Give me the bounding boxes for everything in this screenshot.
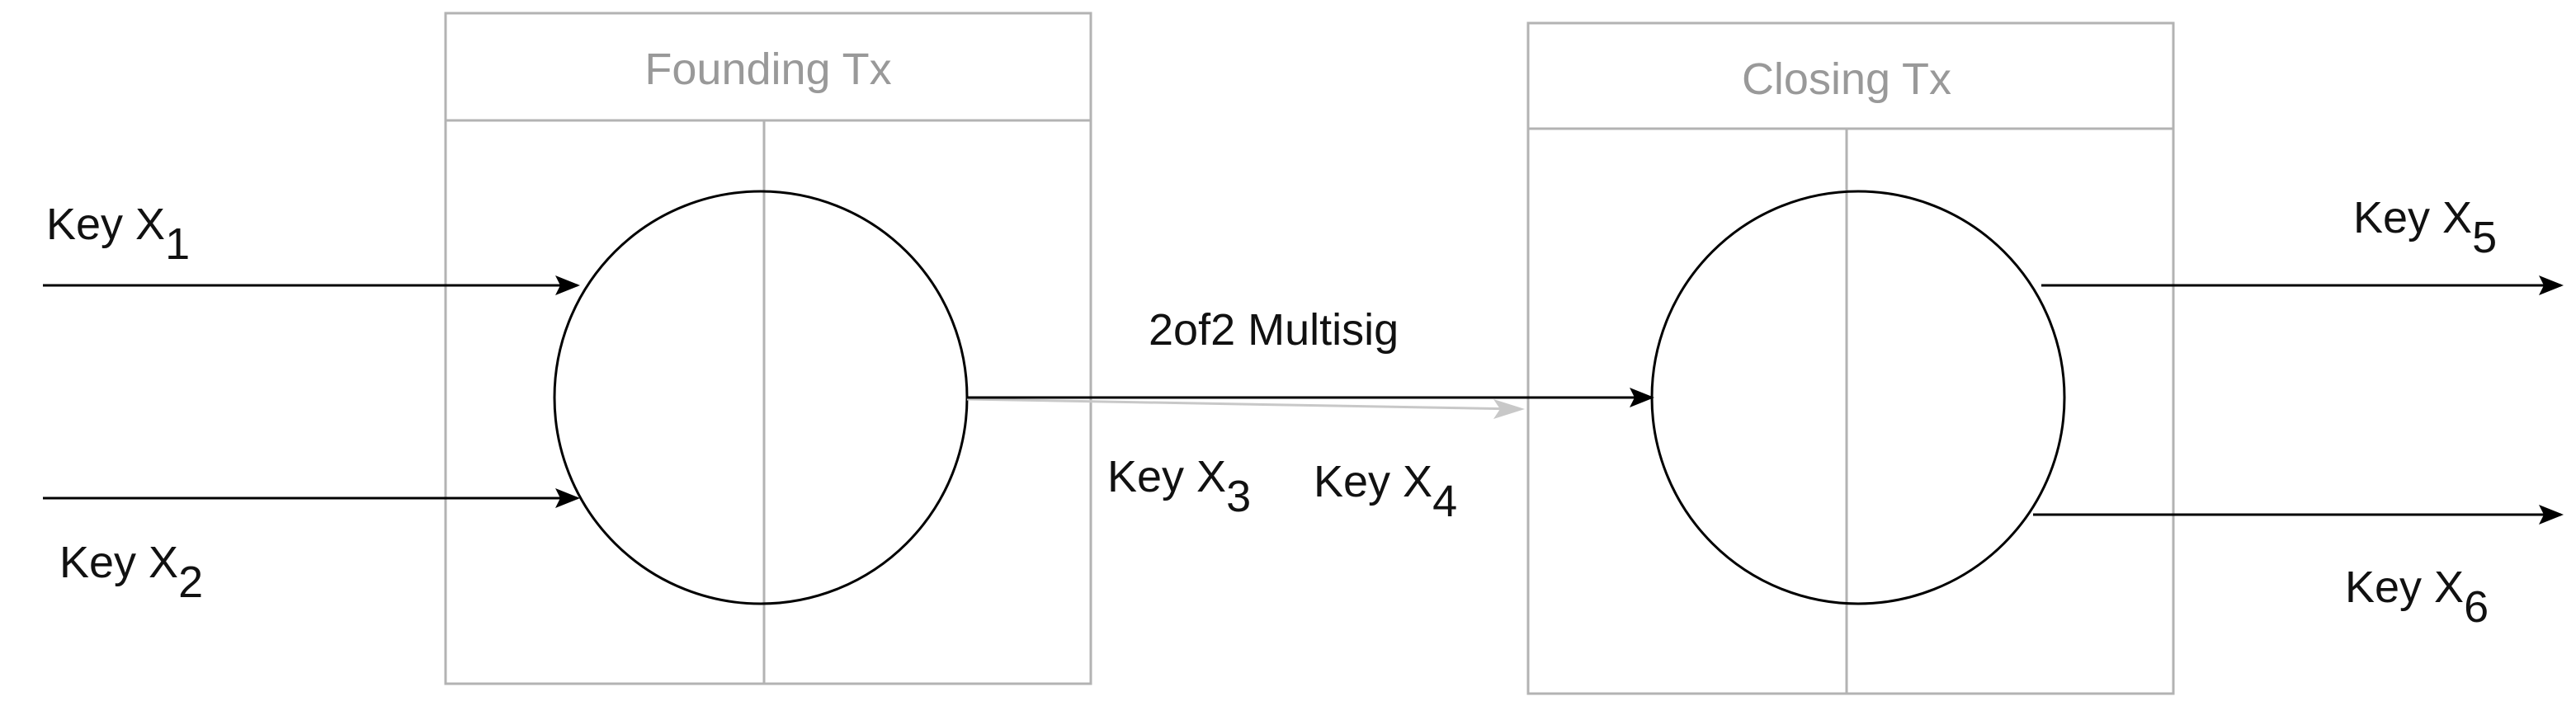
key-x6-label: Key X6 [2345, 562, 2489, 632]
key-x4-label: Key X4 [1314, 457, 1457, 526]
closing-tx-title: Closing Tx [1742, 54, 1951, 104]
closing-tx-node [1650, 190, 2066, 605]
channel-label: 2of2 Multisig [1149, 305, 1399, 355]
key-x3-label: Key X3 [1107, 452, 1251, 521]
founding-tx-node [553, 190, 969, 605]
faint-channel-arrowhead [1493, 399, 1525, 419]
founding-tx-frame [444, 12, 1092, 685]
key-x5-label: Key X5 [2353, 193, 2497, 262]
closing-tx-box: Closing Tx [1526, 21, 2175, 695]
closing-tx-frame [1526, 21, 2175, 695]
faint-channel-arrow [966, 398, 1517, 411]
founding-tx-box: Founding Tx [444, 12, 1092, 685]
key-x2-label: Key X2 [59, 538, 203, 607]
founding-tx-title: Founding Tx [644, 45, 891, 94]
key-x1-label: Key X1 [46, 200, 190, 269]
